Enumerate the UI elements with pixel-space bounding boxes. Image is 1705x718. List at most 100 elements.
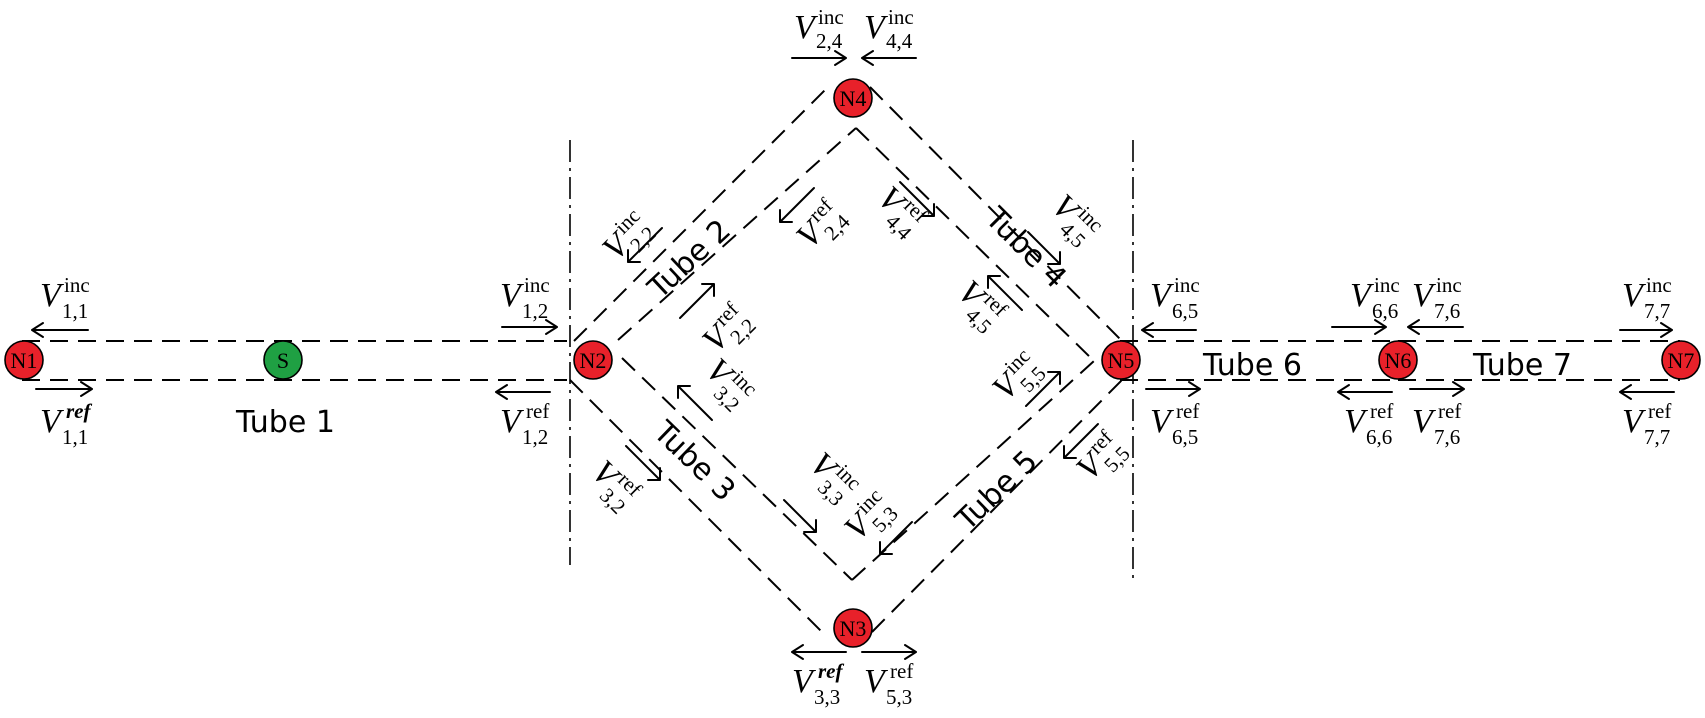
node-n5: N5 (1101, 340, 1141, 380)
subscript: 4,4 (886, 29, 913, 53)
arrow-v65-ref (1145, 381, 1201, 397)
superscript-inc: inc (64, 273, 90, 297)
arrow-v55-inc (1025, 371, 1061, 407)
superscript-inc: inc (1436, 273, 1462, 297)
node-n5-circle (1101, 340, 1141, 380)
tube-4-outer-line (869, 86, 1123, 342)
tube-1-label: Tube 1 (235, 405, 335, 440)
label-v12-ref: V ref 1,2 (500, 399, 549, 449)
superscript-inc: inc (1646, 273, 1672, 297)
label-v11-inc: V inc 1,1 (40, 273, 90, 323)
label-v45-inc: V inc 4,5 (1044, 187, 1108, 252)
arrow-v11-inc (31, 322, 89, 338)
tube-5-inner-line (851, 360, 1095, 581)
arrow-v44-ref (899, 181, 935, 217)
subscript: 1,1 (62, 425, 88, 449)
tube-labels: Tube 1 Tube 2 Tube 3 Tube 4 Tube 5 Tube … (235, 200, 1572, 538)
node-n5-label: N5 (1108, 348, 1135, 373)
superscript-inc: inc (1174, 273, 1200, 297)
superscript-ref: ref (1438, 399, 1461, 423)
subscript: 6,6 (1366, 425, 1392, 449)
arrow-v22-ref (679, 283, 715, 319)
node-n2: N2 (573, 340, 613, 380)
subscript: 6,6 (1372, 299, 1398, 323)
arrow-v66-ref (1337, 384, 1393, 400)
superscript-ref: ref (1370, 399, 1393, 423)
label-v76-ref: V ref 7,6 (1412, 399, 1461, 449)
tube-3-outer-line (569, 379, 823, 633)
node-s: S (263, 340, 303, 380)
label-v24-ref: V ref 2,4 (789, 193, 855, 255)
arrow-v77-ref (1619, 384, 1675, 400)
label-v65-inc: V inc 6,5 (1150, 273, 1200, 323)
nodes: N1 S N2 N4 N3 N5 N6 N7 (4, 78, 1701, 648)
arrow-v66-inc (1331, 319, 1387, 335)
node-n6: N6 (1378, 340, 1418, 380)
arrow-v45-ref (987, 275, 1023, 311)
arrow-v12-inc (501, 319, 558, 335)
label-v76-inc: V inc 7,6 (1412, 273, 1462, 323)
superscript-inc: inc (524, 273, 550, 297)
superscript-ref: ref (526, 399, 549, 423)
tube-6-label: Tube 6 (1202, 348, 1302, 383)
arrow-v76-inc (1407, 319, 1464, 335)
label-v32-inc: V inc 3,2 (698, 351, 762, 416)
arrow-v65-inc (1141, 322, 1197, 338)
node-s-circle (263, 340, 303, 380)
arrow-v53-ref (861, 644, 917, 660)
arrow-v53-inc (879, 521, 913, 555)
arrow-v11-ref (35, 381, 93, 397)
arrow-v45-inc (1027, 231, 1061, 265)
superscript-ref: ref (818, 659, 844, 683)
subscript: 1,1 (62, 299, 88, 323)
arrow-v55-ref (1063, 423, 1099, 459)
subscript: 1,2 (522, 425, 548, 449)
label-v12-inc: V inc 1,2 (500, 273, 550, 323)
arrow-v76-ref (1409, 381, 1465, 397)
arrow-v33-ref (791, 644, 847, 660)
node-s-label: S (277, 348, 289, 373)
label-v77-ref: V ref 7,7 (1622, 399, 1671, 449)
arrow-v12-ref (495, 384, 551, 400)
node-n7-circle (1661, 340, 1701, 380)
subscript: 2,4 (816, 29, 843, 53)
node-n6-circle (1378, 340, 1418, 380)
node-n1: N1 (4, 340, 44, 380)
superscript-ref: ref (1648, 399, 1671, 423)
tube-2-inner-line (617, 127, 857, 341)
label-v66-ref: V ref 6,6 (1344, 399, 1393, 449)
label-v44-inc: V inc 4,4 (864, 5, 914, 53)
node-n3: N3 (833, 608, 873, 648)
tube-3-inner-line (621, 357, 853, 581)
label-v55-ref: V ref 5,5 (1069, 425, 1134, 487)
node-n7: N7 (1661, 340, 1701, 380)
label-v55-inc: V inc 5,5 (985, 344, 1050, 408)
superscript-inc: inc (888, 5, 914, 29)
subscript: 1,2 (522, 299, 548, 323)
node-n3-circle (833, 608, 873, 648)
tube-5-outer-line (871, 379, 1123, 633)
arrow-v24-ref (779, 187, 815, 223)
arrow-v32-ref (625, 445, 661, 481)
label-v44-ref: V ref 4,4 (870, 179, 932, 245)
node-n4: N4 (833, 78, 873, 118)
superscript-inc: inc (1374, 273, 1400, 297)
superscript-ref: ref (66, 399, 92, 423)
tube-5-label: Tube 5 (949, 444, 1045, 539)
node-n7-label: N7 (1668, 348, 1695, 373)
subscript: 3,3 (814, 685, 840, 709)
subscript: 6,5 (1172, 425, 1198, 449)
arrow-v33-inc (783, 499, 817, 533)
subscript: 6,5 (1172, 299, 1198, 323)
subscript: 7,7 (1644, 299, 1670, 323)
arrow-v32-inc (677, 385, 713, 421)
node-n3-label: N3 (840, 616, 867, 641)
node-n2-circle (573, 340, 613, 380)
arrow-v24-inc (791, 50, 847, 66)
wave-arrows (31, 50, 1675, 660)
label-v32-ref: V ref 3,2 (584, 453, 646, 518)
label-v33-ref: V ref 3,3 (792, 659, 844, 709)
subscript: 7,6 (1434, 425, 1460, 449)
superscript-ref: ref (890, 659, 913, 683)
